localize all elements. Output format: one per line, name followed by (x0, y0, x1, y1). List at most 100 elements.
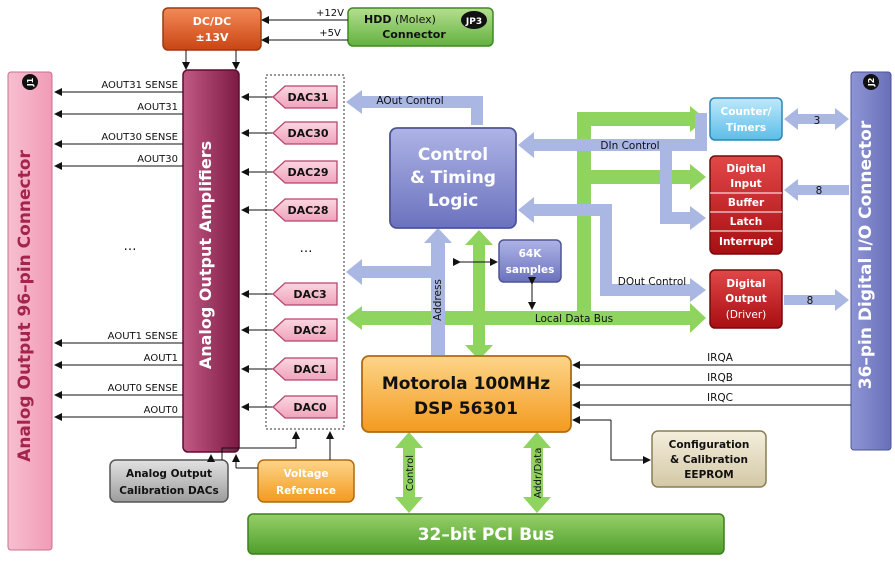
analog-connector: J1 Analog Output 96–pin Connector (7, 71, 53, 551)
aout-control-label: AOut Control (376, 95, 443, 107)
din-line4: Latch (730, 216, 763, 228)
aout30-label: AOUT30 (137, 154, 178, 165)
aout31-label: AOUT31 (137, 102, 178, 113)
calibration-dacs-block: Analog Output Calibration DACs (109, 459, 229, 503)
dout-control-label: DOut Control (618, 276, 686, 288)
digital-connector: J2 36–pin Digital I/O Connector (850, 71, 892, 451)
digital-output-block: Digital Output (Driver) (709, 269, 783, 329)
green-spine (577, 106, 706, 318)
eeprom-line3: EEPROM (684, 469, 734, 481)
dac-31: DAC31 (241, 85, 338, 109)
dac-0-label: DAC0 (293, 401, 327, 414)
label-5v: +5V (319, 28, 341, 39)
pci-bus-block: 32–bit PCI Bus (247, 513, 725, 555)
irqa-label: IRQA (707, 352, 734, 364)
voltage-reference-block: Voltage Reference (257, 459, 355, 503)
hdd-normal: (Molex) (395, 13, 436, 26)
ct-io-arrow (784, 108, 849, 130)
din-line3: Buffer (728, 197, 765, 209)
green-branch-input (584, 164, 706, 190)
counter-line1: Counter/ (720, 106, 771, 118)
pci-control-label: Control (405, 455, 416, 491)
dac-0: DAC0 (241, 395, 338, 419)
dac-column: DAC31 DAC30 DAC29 DAC28 … DAC3 DAC2 (241, 85, 338, 419)
hdd-connector-block: HDD (Molex) Connector JP3 (347, 7, 494, 47)
pci-control-arrow (395, 432, 423, 513)
hdd-line2: Connector (382, 28, 446, 41)
eeprom-wire (572, 416, 651, 464)
dout-control-arrow (518, 197, 706, 302)
jp3-badge-label: JP3 (465, 17, 482, 27)
dac-29-label: DAC29 (287, 166, 328, 179)
amplifier-label: Analog Output Amplifiers (196, 141, 215, 369)
dac-28: DAC28 (241, 198, 338, 222)
aout0-label: AOUT0 (144, 405, 178, 416)
do-io-arrow (784, 289, 849, 311)
dac-28-label: DAC28 (287, 204, 328, 217)
dcdc-block: DC/DC ±13V (162, 7, 262, 51)
aout1-label: AOUT1 (144, 353, 178, 364)
irqc-label: IRQC (707, 392, 733, 404)
digital-input-block: Digital Input Buffer Latch Interrupt (709, 155, 783, 255)
control-line2: & Timing (410, 168, 496, 188)
dac-1: DAC1 (241, 357, 338, 381)
din-line5: Interrupt (719, 236, 773, 248)
sample-memory-block: 64K samples (498, 239, 562, 283)
bus-arrows (346, 90, 849, 513)
dac-address-arrow (346, 259, 432, 285)
cal-dacs-line1: Analog Output (126, 468, 212, 480)
dac-2-label: DAC2 (293, 324, 326, 337)
aout-lines: AOUT31 SENSE AOUT31 AOUT30 SENSE AOUT30 … (54, 80, 183, 421)
local-bus-label: Local Data Bus (535, 313, 613, 325)
control-timing-block: Control & Timing Logic (389, 127, 517, 229)
dsp-block: Motorola 100MHz DSP 56301 (361, 355, 572, 433)
dac-ellipsis: … (300, 241, 313, 256)
aout-control-arrow (346, 90, 483, 125)
irqb-label: IRQB (707, 372, 733, 384)
di-count-label: 8 (816, 185, 823, 197)
eeprom-line1: Configuration (669, 439, 750, 451)
analog-connector-label: Analog Output 96–pin Connector (15, 150, 35, 462)
din-line2: Input (730, 178, 761, 190)
aout30-sense-label: AOUT30 SENSE (101, 132, 178, 143)
dsp-line1: Motorola 100MHz (382, 374, 550, 394)
dac-3: DAC3 (241, 282, 338, 306)
do-count-label: 8 (807, 295, 814, 307)
address-bus-arrow (424, 228, 452, 355)
svg-text:HDD (Molex): HDD (Molex) (364, 13, 436, 26)
aout31-sense-label: AOUT31 SENSE (101, 80, 178, 91)
din-control-label: DIn Control (600, 140, 659, 152)
din-to-latch-arrow (660, 151, 706, 230)
dcdc-line1: DC/DC (193, 15, 231, 28)
amplifier-block: Analog Output Amplifiers (182, 69, 240, 453)
dsp-line2: DSP 56301 (414, 399, 518, 419)
control-line1: Control (418, 145, 488, 165)
samples-line2: samples (506, 264, 555, 276)
pci-addrdata-arrow (523, 432, 551, 513)
cal-dacs-line2: Calibration DACs (119, 485, 219, 497)
j1-badge (22, 74, 38, 90)
left-ellipsis: … (124, 239, 137, 254)
vref-line1: Voltage (283, 468, 328, 480)
dac-1-label: DAC1 (293, 363, 326, 376)
samples-line1: 64K (519, 248, 543, 260)
dac-3-label: DAC3 (293, 288, 326, 301)
vref-line2: Reference (276, 485, 336, 497)
dcdc-line2: ±13V (195, 31, 229, 44)
hdd-bold: HDD (364, 13, 391, 26)
pci-label: 32–bit PCI Bus (418, 525, 555, 545)
cal-wires (207, 431, 334, 469)
dout-line3: (Driver) (726, 309, 767, 321)
address-label: Address (432, 279, 444, 321)
local-data-bus-arrow (346, 303, 706, 333)
eeprom-block: Configuration & Calibration EEPROM (651, 430, 767, 488)
aout0-sense-label: AOUT0 SENSE (108, 383, 178, 394)
pci-addrdata-label: Addr/Data (533, 448, 544, 499)
dac-29: DAC29 (241, 160, 338, 184)
dac-30: DAC30 (241, 121, 338, 145)
din-control-arrow (518, 113, 707, 158)
j2-badge-label: J2 (867, 78, 876, 88)
dac-2: DAC2 (241, 318, 338, 342)
dout-line2: Output (725, 293, 766, 305)
